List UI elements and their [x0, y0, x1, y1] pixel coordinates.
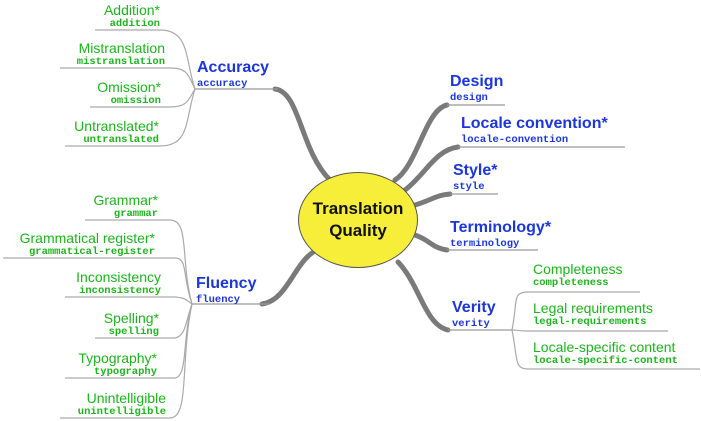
node-unintelligible: Unintelligible unintelligible	[78, 391, 166, 418]
node-code: typography	[93, 366, 157, 378]
node-fluency: Fluency fluency	[196, 276, 256, 306]
node-label: Fluency	[196, 275, 257, 292]
node-label: Design	[450, 73, 504, 90]
node-label: Locale convention*	[461, 115, 608, 132]
node-label: Omission*	[97, 79, 161, 95]
node-verity: Verity verity	[452, 300, 496, 330]
node-code: fluency	[196, 294, 241, 306]
center-line-2: Quality	[329, 221, 387, 240]
node-code: grammar	[113, 208, 158, 220]
node-style: Style* style	[453, 163, 497, 193]
node-spelling: Spelling* spelling	[104, 311, 159, 338]
node-label: Style*	[453, 162, 498, 179]
branch-design	[392, 102, 450, 183]
node-design: Design design	[450, 74, 503, 104]
node-typography: Typography* typography	[78, 351, 157, 378]
node-grammatical-register: Grammatical register* grammatical-regist…	[20, 231, 155, 258]
node-label: Accuracy	[197, 59, 270, 76]
node-code: accuracy	[197, 78, 248, 90]
node-code: verity	[452, 318, 490, 330]
node-omission: Omission* omission	[97, 80, 161, 107]
branch-style	[412, 191, 453, 208]
center-line-1: Translation	[312, 199, 404, 218]
node-code: completeness	[533, 277, 609, 289]
node-label: Spelling*	[103, 310, 159, 326]
node-terminology: Terminology* terminology	[450, 220, 551, 250]
node-label: Typography*	[78, 350, 157, 366]
node-code: omission	[110, 95, 161, 107]
node-grammar: Grammar* grammar	[93, 193, 158, 220]
node-label: Mistranslation	[78, 40, 165, 56]
node-label: Inconsistency	[76, 269, 161, 285]
node-label: Grammar*	[93, 192, 158, 208]
branch-accuracy	[272, 86, 333, 183]
node-code: mistranslation	[76, 56, 165, 68]
node-legal-requirements: Legal requirements legal-requirements	[533, 301, 653, 328]
node-code: addition	[109, 18, 160, 30]
node-code: spelling	[108, 326, 159, 338]
node-label: Legal requirements	[533, 300, 653, 316]
branch-terminology	[412, 232, 450, 253]
branch-fluency	[259, 245, 325, 307]
node-label: Terminology*	[450, 219, 552, 236]
center-node: Translation Quality	[298, 172, 418, 268]
node-label: Verity	[452, 299, 496, 316]
node-addition: Addition* addition	[104, 3, 160, 30]
node-label: Untranslated*	[74, 118, 159, 134]
node-label: Grammatical register*	[19, 230, 155, 246]
node-code: unintelligible	[77, 406, 166, 418]
node-code: locale-specific-content	[533, 355, 678, 367]
node-code: legal-requirements	[533, 316, 647, 328]
node-code: design	[450, 92, 488, 104]
branch-verity	[395, 259, 451, 333]
node-code: grammatical-register	[28, 246, 155, 258]
node-locale-convention: Locale convention* locale-convention	[461, 116, 608, 146]
node-accuracy: Accuracy accuracy	[197, 60, 269, 90]
node-code: terminology	[450, 238, 520, 250]
node-label: Addition*	[103, 2, 160, 18]
node-label: Completeness	[533, 261, 623, 277]
node-locale-specific-content: Locale-specific content locale-specific-…	[533, 340, 678, 367]
node-label: Unintelligible	[86, 390, 166, 406]
node-code: locale-convention	[461, 134, 569, 146]
node-code: inconsistency	[79, 285, 161, 297]
node-code: untranslated	[83, 134, 159, 146]
node-mistranslation: Mistranslation mistranslation	[77, 41, 165, 68]
node-code: style	[453, 181, 485, 193]
node-inconsistency: Inconsistency inconsistency	[76, 270, 161, 297]
branch-locale-convention	[402, 144, 461, 193]
node-completeness: Completeness completeness	[533, 262, 623, 289]
node-label: Locale-specific content	[533, 339, 676, 355]
node-untranslated: Untranslated* untranslated	[74, 119, 159, 146]
